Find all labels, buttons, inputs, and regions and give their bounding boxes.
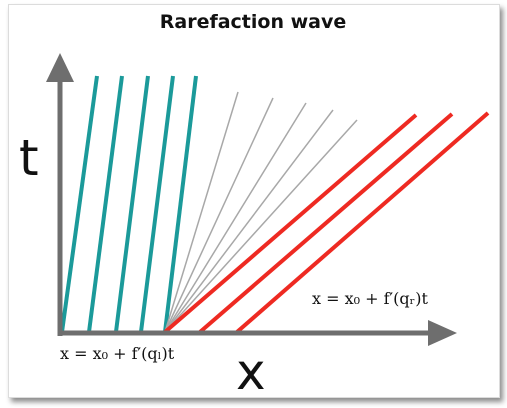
left-characteristic-line — [87, 75, 124, 333]
right-characteristic-line — [198, 112, 454, 334]
t-axis-arrowhead — [46, 53, 74, 82]
left-characteristics — [60, 75, 198, 333]
left-characteristic-line — [139, 75, 175, 333]
left-characteristic-line — [60, 75, 99, 333]
x-axis-arrowhead — [428, 320, 457, 346]
left-characteristic-line — [114, 75, 150, 333]
left-equation-label: x = x₀ + f′(qₗ)t — [60, 344, 175, 363]
fan-line — [164, 97, 274, 333]
fan-line — [164, 102, 307, 333]
t-axis-label: t — [19, 129, 39, 187]
fan-line — [164, 109, 334, 333]
fan-line — [164, 91, 239, 333]
x-axis-label: x — [236, 343, 266, 401]
right-characteristics — [163, 111, 490, 334]
right-equation-label: x = x₀ + f′(qᵣ)t — [312, 289, 428, 308]
diagram-title: Rarefaction wave — [160, 11, 347, 33]
fan-line — [164, 119, 358, 333]
right-characteristic-line — [235, 111, 490, 334]
rarefaction-fan — [164, 91, 358, 333]
left-characteristic-line — [163, 75, 198, 333]
axes — [46, 53, 457, 346]
right-characteristic-line — [163, 113, 418, 334]
